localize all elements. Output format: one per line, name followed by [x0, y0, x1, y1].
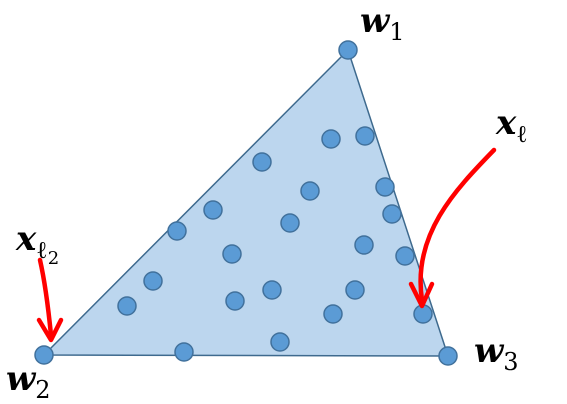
data-point	[354, 235, 374, 255]
data-point	[355, 126, 375, 146]
data-point	[321, 129, 341, 149]
data-point	[280, 213, 300, 233]
simplex-triangle	[42, 48, 450, 357]
data-point	[395, 246, 415, 266]
data-point	[375, 177, 395, 197]
data-point	[252, 152, 272, 172]
data-point	[203, 200, 223, 220]
label-w1: w1	[360, 1, 405, 46]
vertex-w3-point	[438, 346, 458, 366]
data-point	[222, 244, 242, 264]
arrow-x-ell2	[36, 257, 64, 343]
vertex-points	[34, 40, 458, 366]
data-point	[382, 204, 402, 224]
vertex-w2-point	[34, 345, 54, 365]
arrow-x-ell	[408, 147, 497, 309]
data-point	[143, 271, 163, 291]
label-w3: w3	[474, 331, 519, 376]
data-point	[345, 280, 365, 300]
data-point	[117, 296, 137, 316]
data-point	[262, 280, 282, 300]
label-x-ell2: xℓ2	[15, 219, 59, 269]
data-point	[270, 332, 290, 352]
data-point	[300, 181, 320, 201]
data-point	[167, 221, 187, 241]
data-point	[225, 291, 245, 311]
label-x-ell: xℓ	[495, 103, 528, 148]
data-point	[174, 342, 194, 362]
data-point	[323, 304, 343, 324]
vertex-w1-point	[338, 40, 358, 60]
label-w2: w2	[6, 359, 51, 404]
data-points	[117, 126, 433, 362]
